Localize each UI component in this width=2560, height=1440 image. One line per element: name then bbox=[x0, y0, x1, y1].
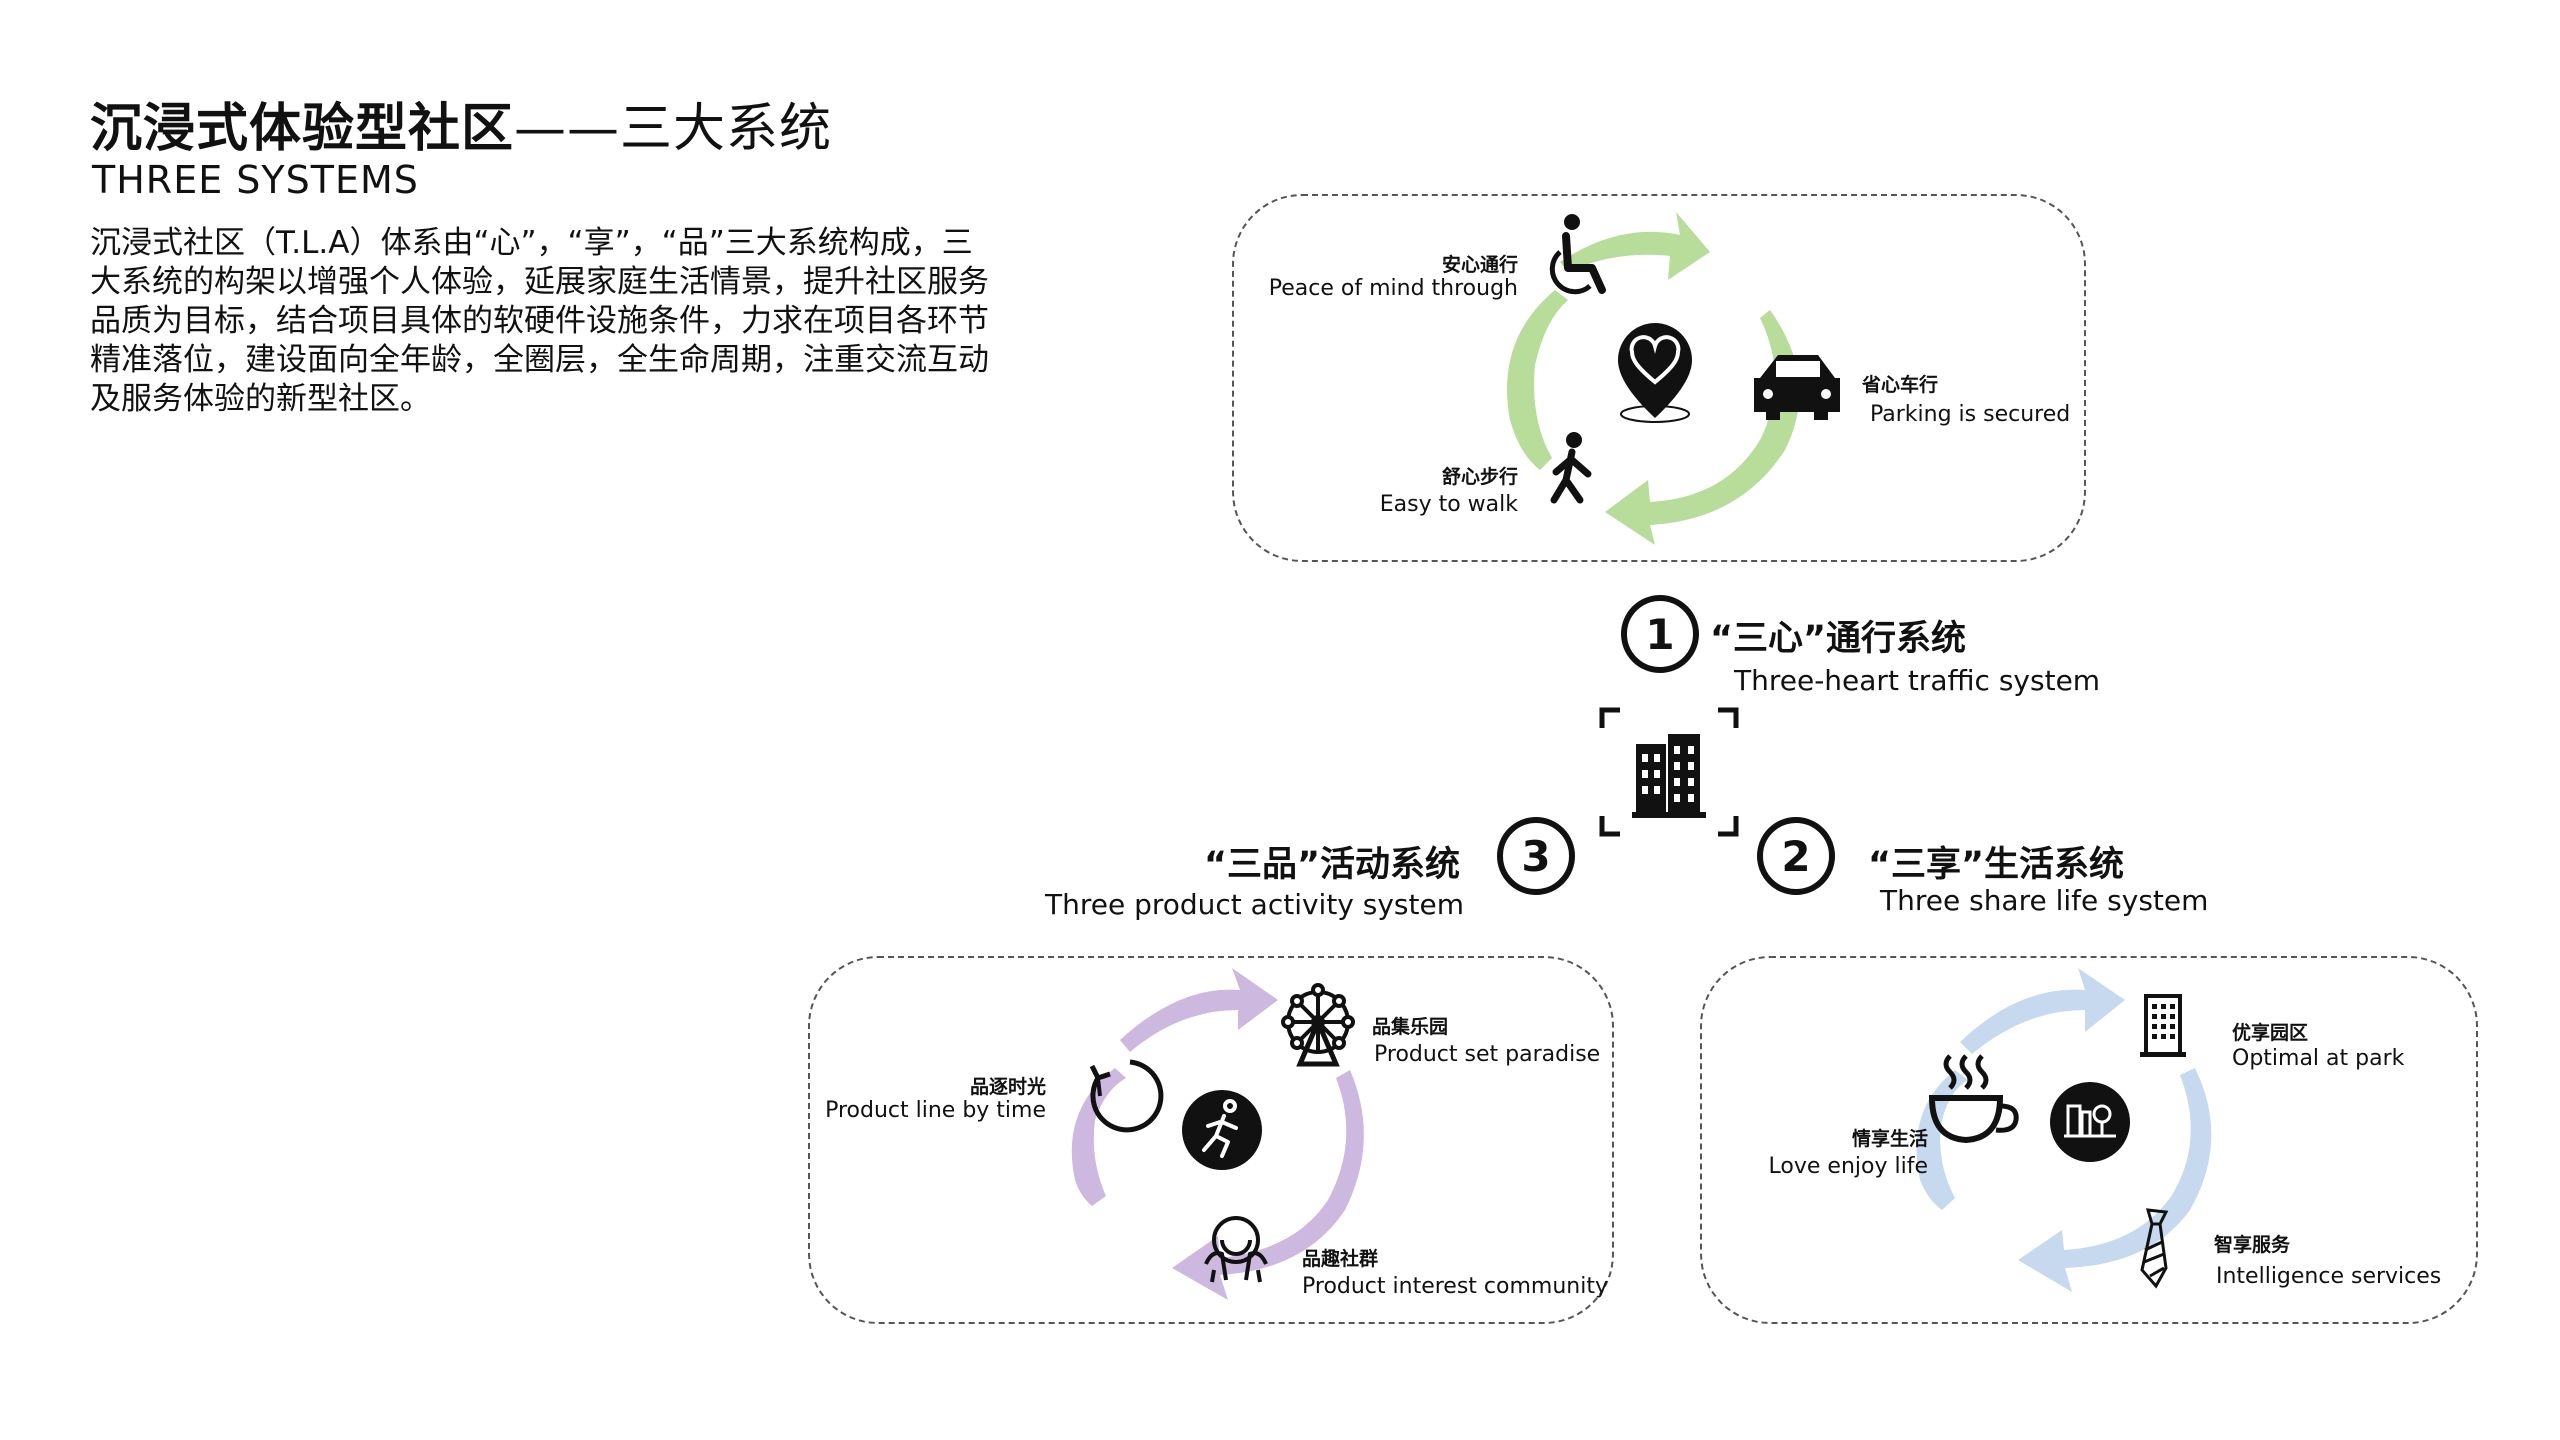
city-tree-icon bbox=[2050, 1082, 2130, 1162]
building-icon bbox=[2140, 994, 2186, 1057]
heart-item-2-en: Parking is secured bbox=[1870, 402, 2071, 427]
share-system-box bbox=[1700, 956, 2478, 1324]
product-system-subtitle: Three product activity system bbox=[1044, 888, 1464, 921]
share-system-subtitle: Three share life system bbox=[1880, 884, 2209, 917]
share-item-2-en: Love enjoy life bbox=[1768, 1154, 1928, 1179]
title-rest: ——三大系统 bbox=[514, 99, 833, 159]
description-paragraph: 沉浸式社区（T.L.A）体系由“心”，“享”，“品”三大系统构成，三大系统的构架… bbox=[90, 225, 989, 417]
product-item-1-en: Product line by time bbox=[825, 1098, 1046, 1123]
car-icon bbox=[1754, 355, 1840, 420]
number-circle-3 bbox=[1497, 817, 1575, 895]
page-subtitle: THREE SYSTEMS bbox=[92, 158, 419, 202]
heart-item-3-en: Easy to walk bbox=[1379, 492, 1518, 517]
heart-item-2-cn: 省心车行 bbox=[1862, 374, 1939, 396]
coffee-cup-icon bbox=[1928, 1054, 2019, 1144]
share-item-1-cn: 优享园区 bbox=[2232, 1022, 2309, 1044]
heart-system-subtitle: Three-heart traffic system bbox=[1734, 664, 2101, 697]
heart-item-3-cn: 舒心步行 bbox=[1441, 466, 1518, 488]
city-buildings-icon bbox=[1599, 707, 1739, 837]
community-icon bbox=[1204, 1216, 1268, 1283]
product-system-title: “三品”活动系统 bbox=[1203, 845, 1460, 885]
heart-cycle-arrows bbox=[1507, 212, 1800, 545]
product-item-3-cn: 品趣社群 bbox=[1302, 1248, 1379, 1270]
clock-icon bbox=[1089, 1059, 1164, 1133]
number-1-label: 1 bbox=[1645, 610, 1675, 659]
number-2-label: 2 bbox=[1781, 832, 1811, 881]
number-circle-2 bbox=[1757, 817, 1835, 895]
page-title: 沉浸式体验型社区——三大系统 bbox=[90, 86, 832, 161]
product-item-3-en: Product interest community bbox=[1302, 1274, 1608, 1299]
product-system-box bbox=[808, 956, 1614, 1324]
number-3-label: 3 bbox=[1521, 832, 1551, 881]
heart-location-icon bbox=[1618, 323, 1692, 423]
product-item-2-cn: 品集乐园 bbox=[1372, 1016, 1449, 1038]
share-item-1-en: Optimal at park bbox=[2232, 1046, 2405, 1071]
wheelchair-icon bbox=[1549, 214, 1606, 295]
heart-item-1-en: Peace of mind through bbox=[1268, 276, 1518, 301]
tie-icon bbox=[2140, 1208, 2169, 1289]
product-cycle-arrows bbox=[1071, 968, 1364, 1300]
heart-system-title: “三心”通行系统 bbox=[1710, 619, 1967, 659]
heart-item-1-cn: 安心通行 bbox=[1441, 254, 1518, 276]
share-item-3-en: Intelligence services bbox=[2216, 1264, 2442, 1289]
heart-system-box bbox=[1232, 194, 2086, 562]
ferris-wheel-icon bbox=[1281, 983, 1355, 1067]
share-system-title: “三享”生活系统 bbox=[1868, 845, 2125, 885]
running-person-icon bbox=[1182, 1090, 1262, 1170]
share-item-2-cn: 情享生活 bbox=[1851, 1128, 1928, 1150]
share-item-3-cn: 智享服务 bbox=[2214, 1234, 2291, 1256]
title-bold: 沉浸式体验型社区 bbox=[90, 99, 515, 159]
product-item-1-cn: 品逐时光 bbox=[969, 1076, 1046, 1098]
walking-person-icon bbox=[1550, 432, 1592, 504]
number-circle-1 bbox=[1621, 595, 1699, 673]
product-item-2-en: Product set paradise bbox=[1374, 1042, 1601, 1067]
